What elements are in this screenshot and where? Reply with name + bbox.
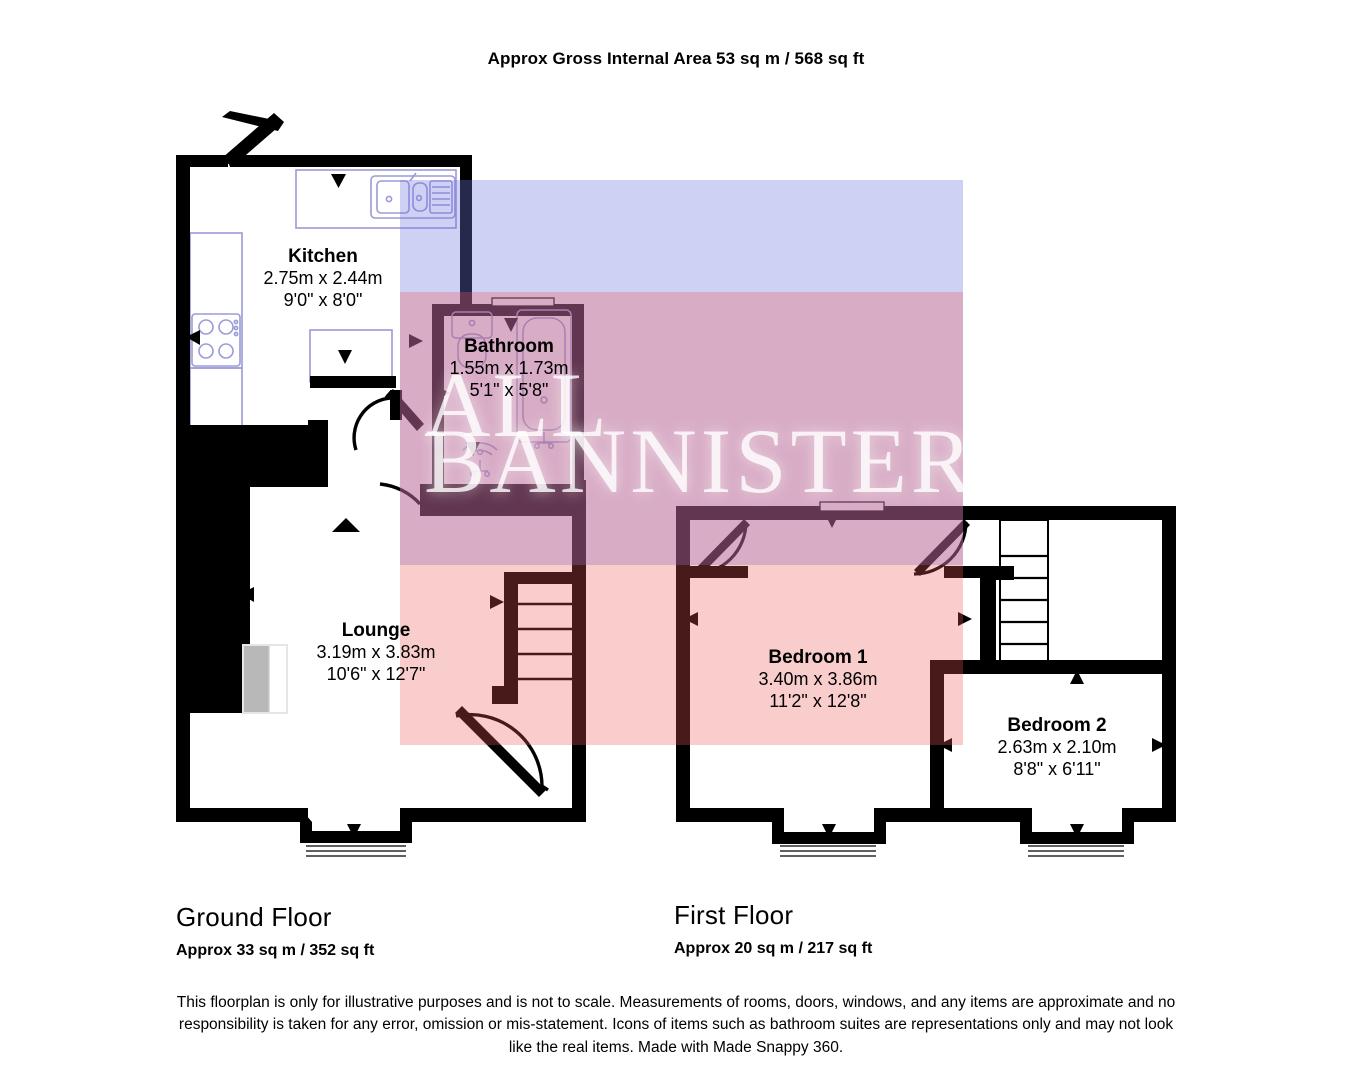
ground-floor-bay-window bbox=[306, 845, 406, 857]
ground-floor-direction-arrows bbox=[186, 174, 518, 838]
first-floor-plan bbox=[676, 501, 1176, 857]
entrance-door-line bbox=[222, 111, 284, 131]
ground-floor-caption: Ground Floor Approx 33 sq m / 352 sq ft bbox=[176, 902, 374, 960]
room-label-kitchen: Kitchen 2.75m x 2.44m 9'0" x 8'0" bbox=[228, 246, 418, 311]
gross-area-value: 53 sq m / 568 sq ft bbox=[716, 49, 865, 68]
bedroom-1-dim-metric: 3.40m x 3.86m bbox=[758, 669, 878, 690]
ground-floor-plan bbox=[176, 111, 586, 857]
bathroom-dim-metric: 1.55m x 1.73m bbox=[449, 358, 569, 379]
first-floor-direction-arrows bbox=[684, 514, 1166, 838]
lounge-dim-metric: 3.19m x 3.83m bbox=[316, 642, 436, 663]
front-door-line bbox=[455, 706, 546, 797]
first-floor-door-thresholds bbox=[690, 566, 984, 578]
lounge-fireplace bbox=[242, 644, 270, 714]
first-floor-door-lines bbox=[694, 519, 970, 576]
hall-door-line bbox=[386, 389, 424, 431]
bedroom-2-name: Bedroom 2 bbox=[1007, 715, 1107, 736]
kitchen-dim-imperial: 9'0" x 8'0" bbox=[283, 289, 363, 310]
floorplan-drawing: ALL BANNISTER Kitchen 2.75m x 2.44m 9'0"… bbox=[176, 111, 1176, 857]
bedroom-1-dim-imperial: 11'2" x 12'8" bbox=[769, 690, 867, 711]
first-floor-area: Approx 20 sq m / 217 sq ft bbox=[674, 940, 873, 957]
room-label-bedroom-2: Bedroom 2 2.63m x 2.10m 8'8" x 6'11" bbox=[962, 715, 1152, 780]
overlay-pink bbox=[400, 292, 963, 745]
disclaimer-text: This floorplan is only for illustrative … bbox=[176, 994, 1176, 1056]
first-floor-staircase bbox=[999, 519, 1049, 669]
room-label-bathroom: Bathroom 1.55m x 1.73m 5'1" x 5'8" bbox=[423, 336, 595, 401]
gross-internal-area-header: Approx Gross Internal Area 53 sq m / 568… bbox=[0, 48, 1352, 71]
bathroom-fixtures bbox=[451, 309, 572, 477]
first-floor-bay-windows bbox=[780, 845, 1124, 857]
room-label-bedroom-1: Bedroom 1 3.40m x 3.86m 11'2" x 12'8" bbox=[722, 647, 914, 712]
gross-area-title: Approx Gross Internal Area bbox=[487, 49, 712, 68]
bedroom-1-name: Bedroom 1 bbox=[768, 647, 868, 668]
overlay-blue bbox=[400, 180, 963, 565]
kitchen-dim-metric: 2.75m x 2.44m bbox=[263, 268, 383, 289]
ground-floor-title: Ground Floor bbox=[176, 902, 332, 932]
bathroom-walls bbox=[432, 304, 584, 516]
bathroom-dim-imperial: 5'1" x 5'8" bbox=[469, 379, 549, 400]
bathroom-window bbox=[491, 297, 555, 307]
first-floor-window bbox=[819, 501, 885, 512]
bathroom-name: Bathroom bbox=[464, 336, 554, 357]
lounge-name: Lounge bbox=[341, 620, 411, 641]
room-label-lounge: Lounge 3.19m x 3.83m 10'6" x 12'7" bbox=[282, 620, 470, 685]
first-floor-walls bbox=[676, 506, 1176, 844]
lounge-dim-imperial: 10'6" x 12'7" bbox=[326, 663, 426, 684]
lounge-hearth bbox=[242, 644, 288, 714]
highlight-overlays bbox=[400, 180, 963, 745]
first-floor-caption: First Floor Approx 20 sq m / 217 sq ft bbox=[674, 900, 872, 958]
ground-floor-staircase bbox=[492, 572, 576, 704]
bedroom-2-dim-imperial: 8'8" x 6'11" bbox=[1013, 758, 1101, 779]
bedroom-2-dim-metric: 2.63m x 2.10m bbox=[997, 737, 1117, 758]
kitchen-name: Kitchen bbox=[288, 246, 358, 267]
first-floor-title: First Floor bbox=[674, 900, 794, 930]
ground-floor-area: Approx 33 sq m / 352 sq ft bbox=[176, 942, 375, 959]
